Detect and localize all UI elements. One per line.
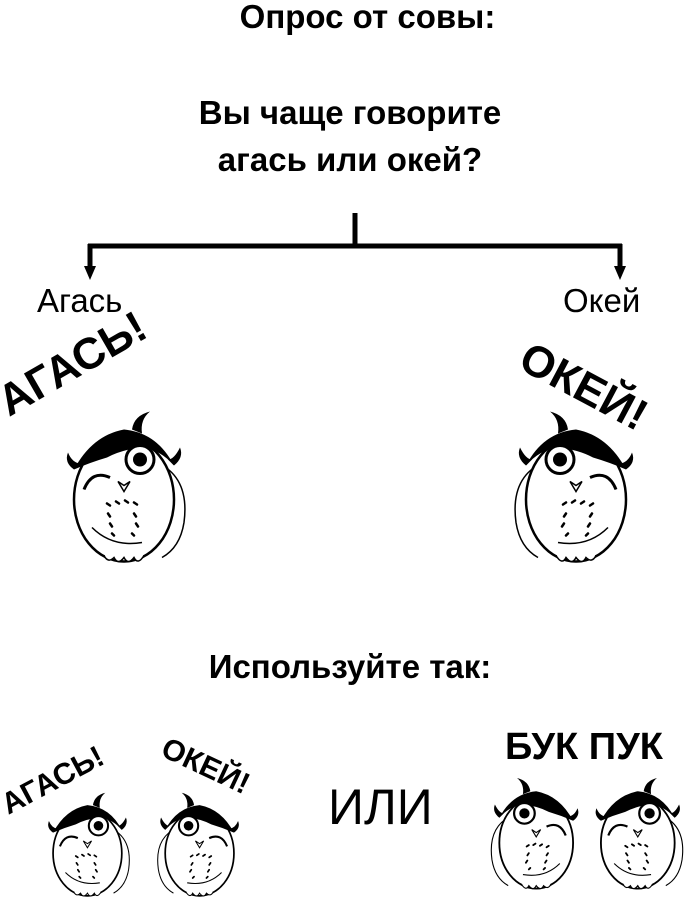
alt-shout: БУК ПУК [505, 726, 663, 768]
owl-left-icon [62, 405, 192, 570]
owl-small-1-icon [42, 790, 137, 900]
owl-small-2-icon [150, 790, 245, 900]
survey-title: Опрос от совы: [239, 0, 496, 35]
owl-small-4-icon [590, 775, 690, 893]
arrow-left-icon [84, 266, 96, 280]
owl-small-3-icon [484, 775, 584, 893]
question-line-2: агась или окей? [217, 141, 483, 178]
arrow-right-icon [614, 266, 626, 280]
usage-heading: Используйте так: [208, 648, 492, 685]
or-label: ИЛИ [328, 779, 433, 835]
option-right: Окей [563, 282, 641, 319]
branch-diagram [84, 213, 626, 280]
question-line-1: Вы чаще говорите [198, 94, 502, 131]
option-left: Агась [37, 282, 123, 319]
